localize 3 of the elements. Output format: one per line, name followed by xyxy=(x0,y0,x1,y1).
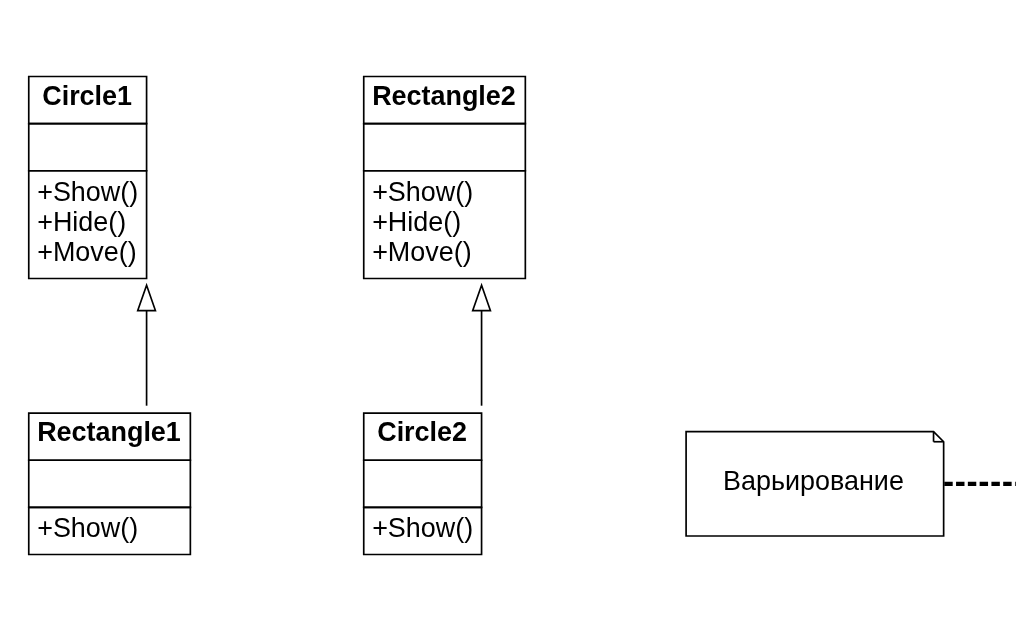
connector xyxy=(944,481,1016,486)
arrow xyxy=(471,282,492,407)
arrow xyxy=(136,282,157,407)
